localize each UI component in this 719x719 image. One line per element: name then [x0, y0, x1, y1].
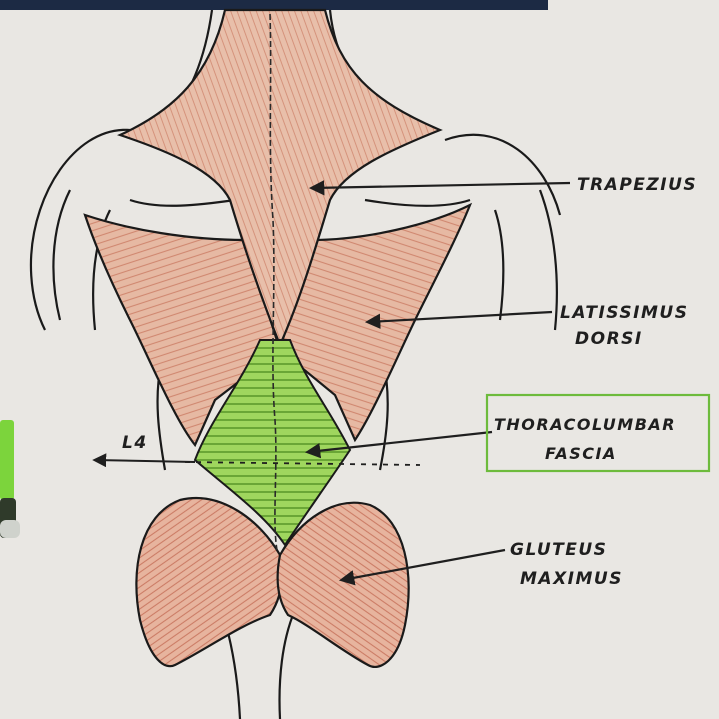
gluteus-label-line1: GLUTEUS — [510, 540, 607, 560]
gluteus-label-line2: MAXIMUS — [520, 569, 623, 589]
latissimus-label-line2: DORSI — [575, 329, 643, 349]
latissimus-label-line1: LATISSIMUS — [560, 303, 688, 323]
top-bar — [0, 0, 548, 10]
trapezius-label: TRAPEZIUS — [577, 175, 697, 195]
thoracolumbar-label-line2: FASCIA — [545, 444, 617, 463]
thoracolumbar-label-line1: THORACOLUMBAR — [494, 415, 676, 434]
level-marker-label: L4 — [122, 433, 148, 453]
